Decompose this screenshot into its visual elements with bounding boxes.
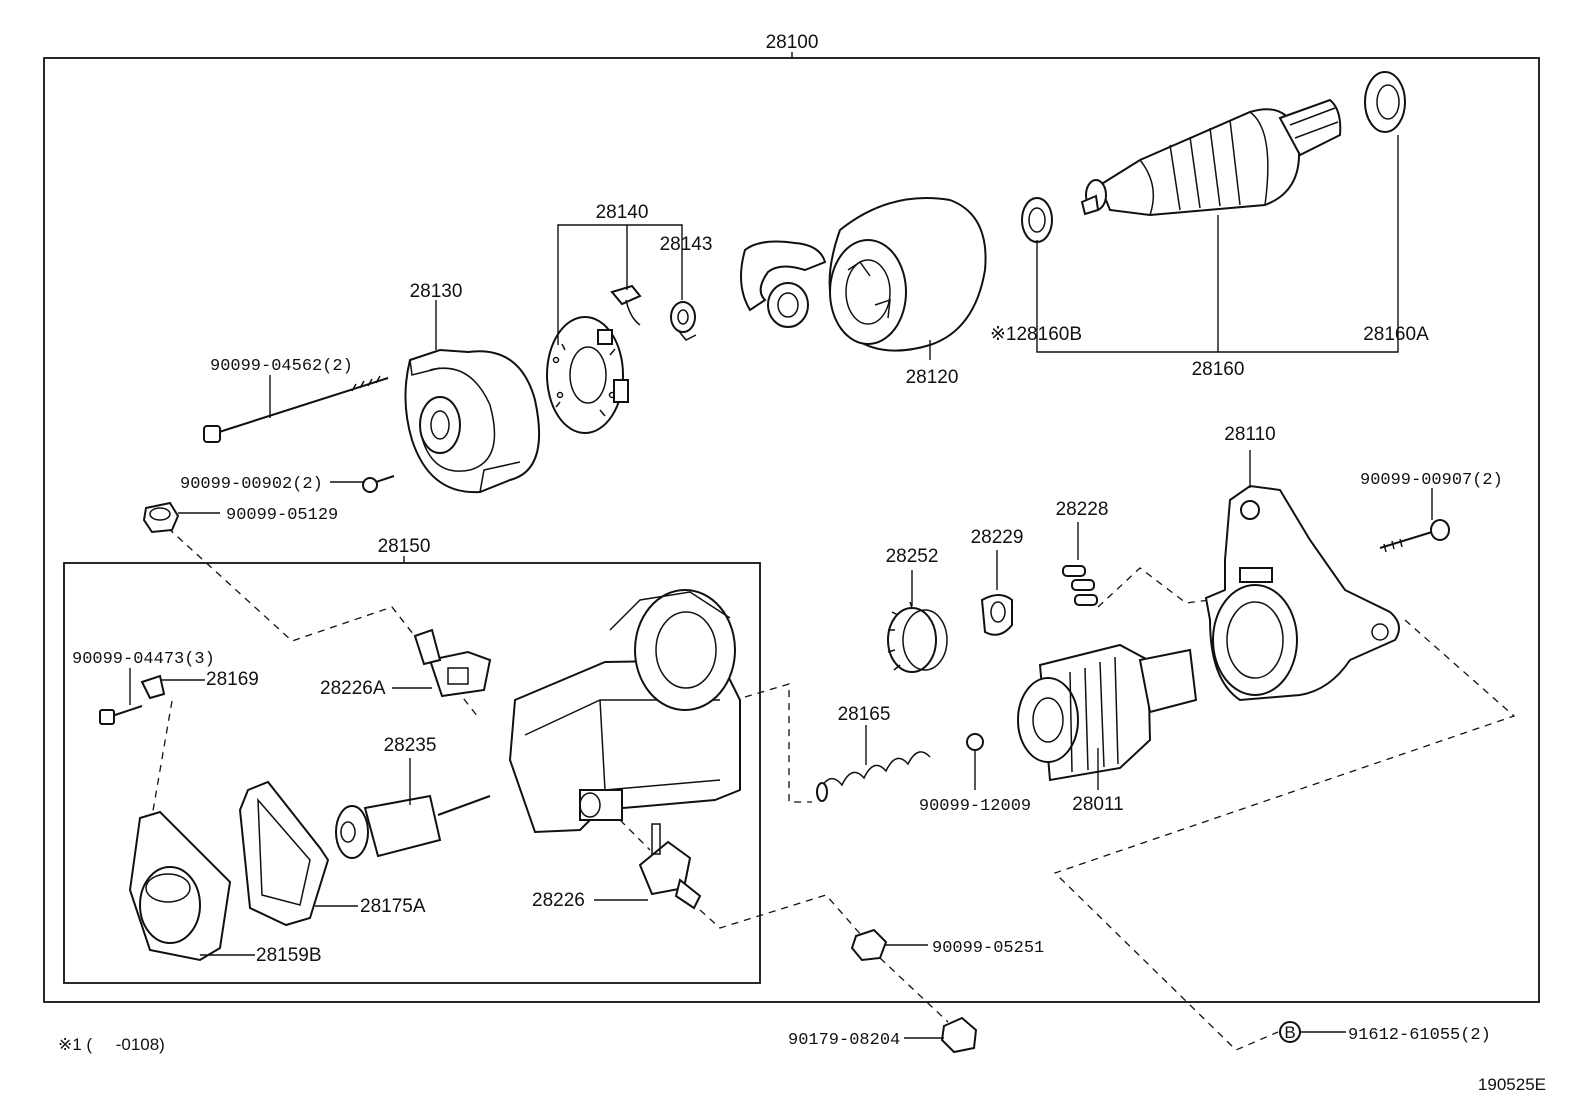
- nut-90179-08204: [940, 1016, 978, 1054]
- armature-28160: [1080, 98, 1342, 217]
- footnote: ※1 ( -0108): [58, 1035, 165, 1054]
- nut-90099-05251: [850, 928, 888, 962]
- svg-text:B: B: [1284, 1023, 1295, 1042]
- label-28130: 28130: [410, 281, 463, 302]
- label-28169: 28169: [206, 669, 259, 690]
- clip-28169: [140, 674, 166, 700]
- label-28235: 28235: [384, 735, 437, 756]
- terminal-28226: [638, 823, 702, 910]
- label-90099-04473: 90099-04473(3): [72, 650, 215, 669]
- retainer-28229: [980, 594, 1013, 636]
- label-28228: 28228: [1056, 499, 1109, 520]
- gasket-28175A: [238, 780, 330, 927]
- figure-code: 190525E: [1478, 1075, 1546, 1094]
- through-bolt: [203, 375, 389, 443]
- label-28229: 28229: [971, 527, 1024, 548]
- brush-holder-28140: [546, 316, 629, 434]
- label-28110: 28110: [1224, 424, 1275, 445]
- clutch-28011: [1017, 643, 1198, 782]
- rollers-28228: [1062, 565, 1098, 606]
- label-28140: 28140: [596, 202, 649, 223]
- label-28143: 28143: [660, 234, 713, 255]
- label-90179-08204: 90179-08204: [788, 1031, 900, 1050]
- label-90099-00907: 90099-00907(2): [1360, 471, 1503, 490]
- label-91612-61055: 91612-61055(2): [1348, 1026, 1491, 1045]
- label-28226A: 28226A: [320, 678, 386, 699]
- label-28150: 28150: [378, 536, 431, 557]
- label-28160A: 28160A: [1363, 324, 1429, 345]
- magnetic-switch-body: [508, 589, 741, 834]
- label-90099-00902: 90099-00902(2): [180, 475, 323, 494]
- housing-28110: [1204, 484, 1400, 702]
- screw-90099-00902: [362, 475, 395, 493]
- plunger-28235: [335, 794, 491, 859]
- label-28160: 28160: [1192, 359, 1245, 380]
- bolt-90099-04473: [99, 705, 143, 725]
- spring-28143: [670, 301, 697, 341]
- label-28011: 28011: [1072, 794, 1123, 815]
- marker-b: B: [1279, 1021, 1301, 1043]
- end-frame-28130: [404, 348, 541, 494]
- label-28160B: ※128160B: [990, 324, 1082, 345]
- bearing-28160B: [1021, 197, 1053, 243]
- terminal-28226A: [413, 628, 492, 698]
- idler-gear-28252: [887, 601, 948, 673]
- label-28100: 28100: [766, 32, 819, 53]
- subassembly-frame: [63, 562, 761, 984]
- brush-28140: [610, 284, 642, 326]
- bearing-28160A: [1364, 71, 1406, 133]
- label-28175A: 28175A: [360, 896, 426, 917]
- label-28165: 28165: [838, 704, 891, 725]
- label-90099-05251: 90099-05251: [932, 939, 1044, 958]
- label-90099-04562: 90099-04562(2): [210, 357, 353, 376]
- ball-90099-12009: [966, 733, 984, 751]
- label-28120: 28120: [906, 367, 959, 388]
- label-90099-05129: 90099-05129: [226, 506, 338, 525]
- bolt-90099-00907: [1379, 519, 1450, 553]
- spring-28165: [816, 751, 931, 802]
- yoke-28120: [740, 197, 987, 352]
- label-28226: 28226: [532, 890, 585, 911]
- label-90099-12009: 90099-12009: [919, 797, 1031, 816]
- cover-28159B: [128, 810, 232, 962]
- label-28252: 28252: [886, 546, 939, 567]
- nut-90099-05129: [142, 501, 180, 534]
- label-28159B: 28159B: [256, 945, 322, 966]
